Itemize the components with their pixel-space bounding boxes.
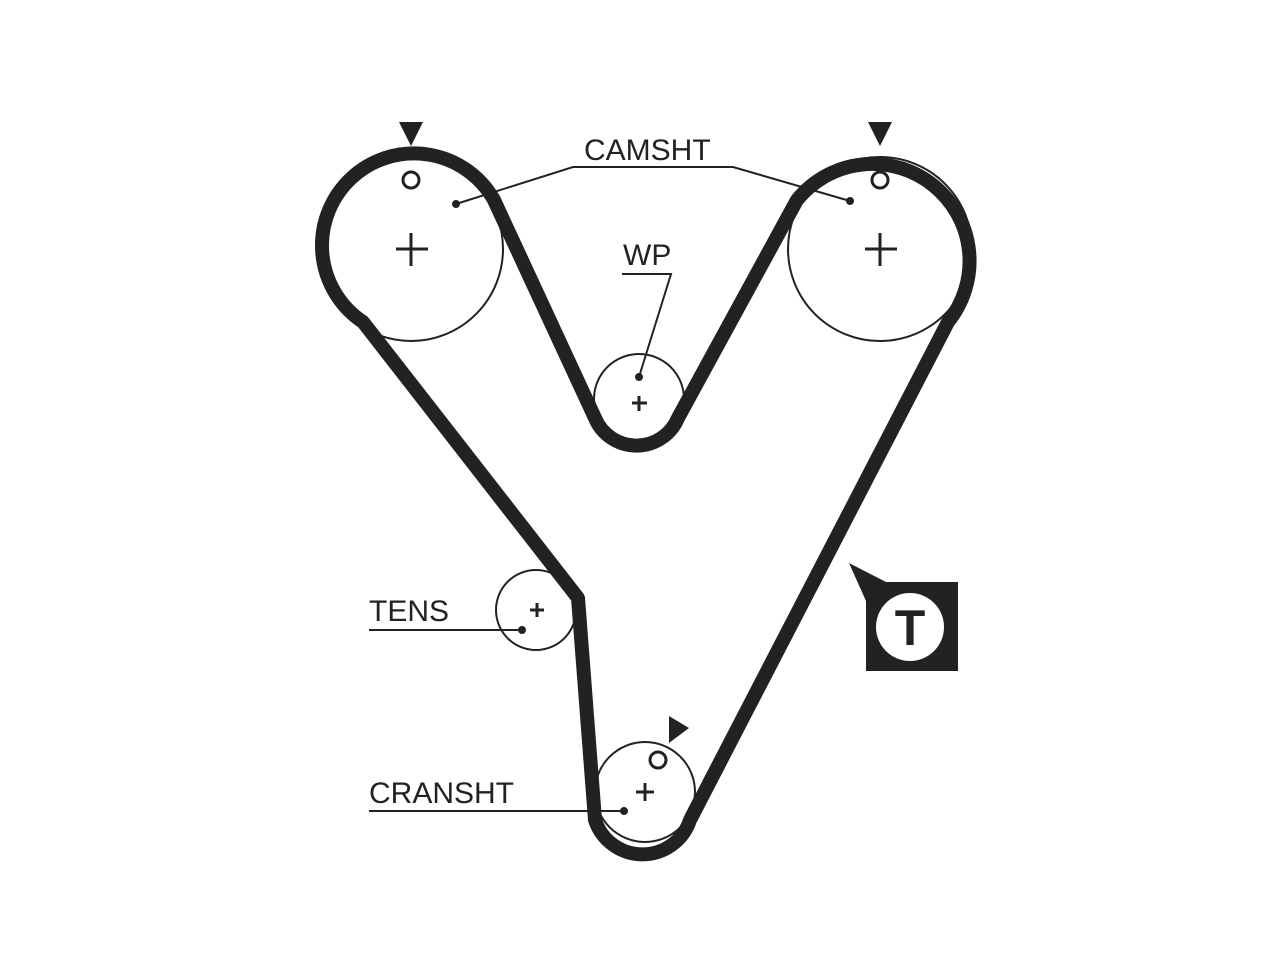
plus-icon — [396, 233, 428, 266]
timing-mark-dot — [648, 750, 668, 770]
triangle-marker-icon — [399, 122, 423, 146]
timing-mark-dot — [401, 170, 421, 190]
water-pump-label: WP — [623, 239, 671, 272]
tensioner-pulley — [495, 569, 577, 651]
tension-badge-letter: T — [895, 600, 926, 656]
crankshaft-pulley — [594, 716, 696, 843]
plus-icon — [636, 783, 654, 801]
left-camshaft-pulley — [318, 122, 504, 342]
tensioner-label: TENS — [369, 595, 449, 628]
right-camshaft-pulley — [787, 122, 973, 342]
tensioner-leader — [369, 626, 526, 634]
water-pump-pulley — [593, 353, 685, 445]
triangle-marker-icon — [669, 716, 689, 743]
triangle-marker-icon — [868, 122, 892, 146]
camshaft-leader — [452, 166, 854, 208]
water-pump-leader — [622, 273, 673, 381]
plus-icon — [632, 396, 647, 411]
crankshaft-leader — [369, 807, 628, 815]
tension-t-icon: T — [849, 563, 958, 671]
plus-icon — [530, 603, 544, 617]
crankshaft-label: CRANSHT — [369, 777, 514, 810]
plus-icon — [865, 233, 897, 266]
timing-mark-dot — [870, 170, 890, 190]
camshaft-label: CAMSHT — [584, 134, 711, 167]
